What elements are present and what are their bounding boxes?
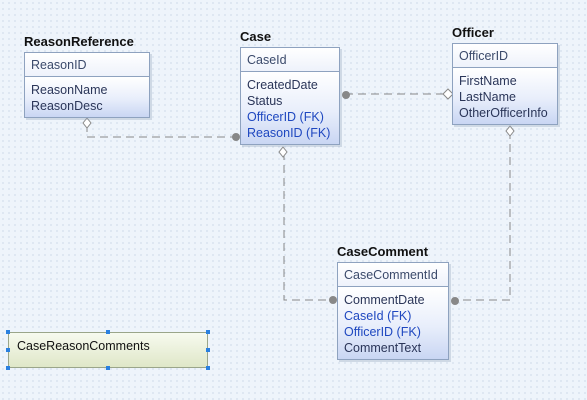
primary-key-attribute[interactable]: CaseCommentId xyxy=(338,263,448,287)
zero-or-one-diamond xyxy=(505,125,515,137)
many-end-dot xyxy=(232,133,240,141)
selection-handle-top-left[interactable] xyxy=(6,330,10,334)
selection-handle-middle-left[interactable] xyxy=(6,348,10,352)
selection-handle-top-right[interactable] xyxy=(206,330,210,334)
entity-casecomment[interactable]: CaseComment CaseCommentId CommentDate Ca… xyxy=(337,244,449,360)
selection-handle-middle-right[interactable] xyxy=(206,348,210,352)
entity-reasonreference[interactable]: ReasonReference ReasonID ReasonName Reas… xyxy=(24,34,150,118)
entity-box[interactable]: CaseId CreatedDate Status OfficerID (FK)… xyxy=(240,47,340,145)
attribute[interactable]: OtherOfficerInfo xyxy=(459,106,548,120)
note-label: CaseReasonComments xyxy=(17,339,150,353)
attribute[interactable]: ReasonName xyxy=(31,83,108,97)
foreign-key-attribute[interactable]: OfficerID (FK) xyxy=(247,110,324,124)
entity-title: Officer xyxy=(452,25,494,40)
attribute[interactable]: LastName xyxy=(459,90,516,104)
zero-or-one-diamond xyxy=(82,117,92,129)
attribute[interactable]: Status xyxy=(247,94,283,108)
foreign-key-attribute[interactable]: CaseId (FK) xyxy=(344,309,412,323)
entity-box[interactable]: ReasonID ReasonName ReasonDesc xyxy=(24,52,150,118)
primary-key-attribute[interactable]: OfficerID xyxy=(453,44,557,68)
many-end-dot xyxy=(451,297,459,305)
entity-box[interactable]: OfficerID FirstName LastName OtherOffice… xyxy=(452,43,558,125)
entity-title: ReasonReference xyxy=(24,34,134,49)
attribute[interactable]: CreatedDate xyxy=(247,78,318,92)
attribute-list: FirstName LastName OtherOfficerInfo xyxy=(453,68,557,124)
foreign-key-attribute[interactable]: ReasonID (FK) xyxy=(247,126,331,140)
entity-title: Case xyxy=(240,29,272,44)
primary-key-attribute[interactable]: ReasonID xyxy=(25,53,149,77)
entity-case[interactable]: Case CaseId CreatedDate Status OfficerID… xyxy=(240,29,340,145)
zero-or-one-diamond xyxy=(278,146,288,158)
many-end-dot xyxy=(342,91,350,99)
attribute-list: CreatedDate Status OfficerID (FK) Reason… xyxy=(241,72,339,144)
relationship-officer-casecomment xyxy=(455,131,511,301)
attribute[interactable]: ReasonDesc xyxy=(31,99,103,113)
many-end-dot xyxy=(329,296,337,304)
selection-handle-top-middle[interactable] xyxy=(106,330,110,334)
entity-title: CaseComment xyxy=(337,244,429,259)
entity-officer[interactable]: Officer OfficerID FirstName LastName Oth… xyxy=(452,25,558,125)
note-casereasoncomments[interactable]: CaseReasonComments xyxy=(6,330,210,370)
foreign-key-attribute[interactable]: OfficerID (FK) xyxy=(344,325,421,339)
selection-handle-bottom-left[interactable] xyxy=(6,366,10,370)
attribute[interactable]: CommentText xyxy=(344,341,422,355)
attribute-list: CommentDate CaseId (FK) OfficerID (FK) C… xyxy=(338,287,448,359)
zero-or-one-diamond xyxy=(442,88,454,100)
selection-handle-bottom-right[interactable] xyxy=(206,366,210,370)
relationship-reasonreference-case xyxy=(86,124,236,138)
primary-key-attribute[interactable]: CaseId xyxy=(241,48,339,72)
selection-handle-bottom-middle[interactable] xyxy=(106,366,110,370)
attribute[interactable]: CommentDate xyxy=(344,293,425,307)
attribute[interactable]: FirstName xyxy=(459,74,517,88)
attribute-list: ReasonName ReasonDesc xyxy=(25,77,149,117)
entity-box[interactable]: CaseCommentId CommentDate CaseId (FK) Of… xyxy=(337,262,449,360)
relationship-case-casecomment xyxy=(283,152,330,301)
